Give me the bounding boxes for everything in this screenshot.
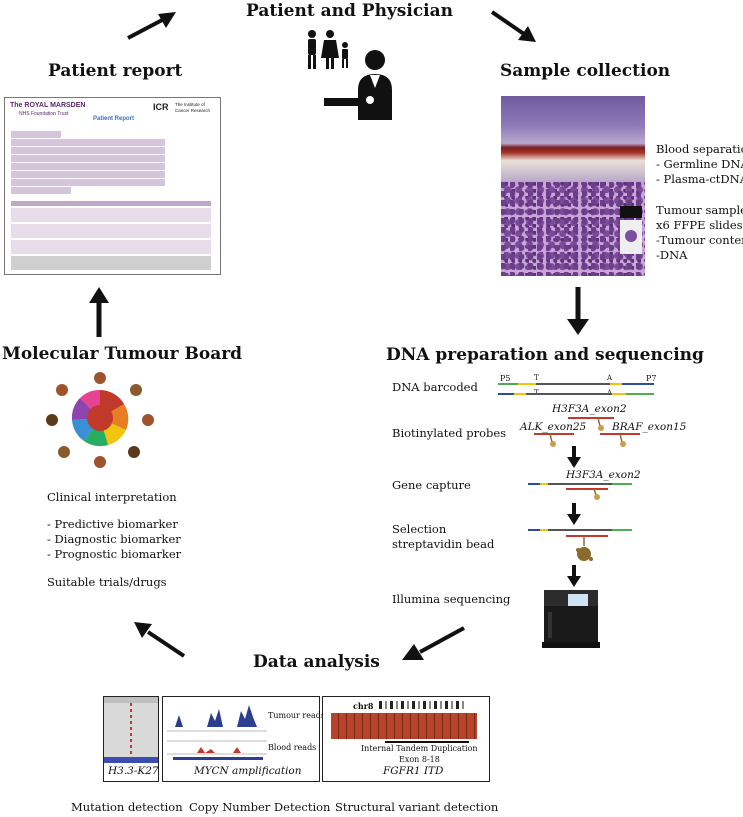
plasma-ctdna-item: - Plasma-ctDNA bbox=[656, 172, 743, 186]
dna-prep-heading: DNA preparation and sequencing bbox=[386, 345, 704, 365]
arrow-down-selection-icon bbox=[567, 565, 581, 587]
streptavidin-bead-diagram bbox=[528, 529, 632, 561]
arrow-to-data-analysis-icon bbox=[402, 626, 465, 660]
copy-number-detection-label: Copy Number Detection bbox=[189, 800, 331, 814]
molecular-tumour-board-heading: Molecular Tumour Board bbox=[2, 344, 243, 364]
blood-separation-title: Blood separation bbox=[656, 142, 743, 156]
arrow-up-to-report-icon bbox=[89, 287, 109, 337]
structural-variant-panel: chr8 Internal Tandem Duplication Exon 8-… bbox=[322, 696, 490, 782]
arrow-down-probes-icon bbox=[567, 446, 581, 468]
tumour-content-line: -Tumour content bbox=[656, 233, 743, 247]
itd-label: Internal Tandem Duplication bbox=[361, 744, 478, 753]
dna-line: -DNA bbox=[656, 248, 688, 262]
step-biotinylated-probes: Biotinylated probes bbox=[392, 426, 507, 440]
patient-physician-heading: Patient and Physician bbox=[246, 1, 454, 21]
board-prognostic: - Prognostic biomarker bbox=[47, 547, 182, 561]
patient-report-document: The ROYAL MARSDEN NHS Foundation Trust I… bbox=[4, 97, 221, 275]
step-dna-barcoded: DNA barcoded bbox=[392, 380, 478, 394]
icr-logo: ICR bbox=[153, 102, 169, 112]
arrow-to-tumour-board-icon bbox=[134, 622, 186, 658]
blood-reads-label: Blood reads bbox=[268, 743, 317, 752]
ffpe-slides-line: x6 FFPE slides bbox=[656, 218, 743, 232]
sample-collection-heading: Sample collection bbox=[500, 61, 671, 81]
board-clinical-interpretation: Clinical interpretation bbox=[47, 490, 177, 504]
capture-h3f3a-label: H3F3A_exon2 bbox=[566, 469, 641, 481]
slide-label-block bbox=[620, 206, 642, 218]
blood-tube-photo bbox=[501, 96, 645, 182]
step-streptavidin-bead: streptavidin bead bbox=[392, 537, 495, 551]
copy-number-tracks bbox=[167, 705, 267, 760]
panel2-caption: MYCN amplification bbox=[194, 765, 302, 777]
structural-variant-detection-label: Structural variant detection bbox=[335, 800, 499, 814]
panel1-caption: H3.3-K27 bbox=[108, 765, 159, 777]
biotinylated-probes-diagram bbox=[534, 417, 640, 447]
patient-report-heading: Patient report bbox=[48, 61, 183, 81]
tumour-board-meeting-icon bbox=[46, 372, 154, 468]
patient-physician-icon bbox=[308, 30, 392, 120]
p5-label: P5 bbox=[500, 374, 511, 383]
tumour-sample-line: Tumour sample bbox=[656, 203, 743, 217]
mutation-detection-panel: H3.3-K27 bbox=[103, 696, 159, 782]
a-label-top: A bbox=[607, 374, 613, 382]
board-predictive: - Predictive biomarker bbox=[47, 517, 178, 531]
p7-label: P7 bbox=[646, 374, 657, 383]
report-title: Patient Report bbox=[93, 116, 135, 122]
gene-capture-diagram bbox=[528, 483, 632, 500]
icr-label-2: Cancer Research bbox=[175, 108, 211, 113]
copy-number-panel: Tumour reads Blood reads MYCN amplificat… bbox=[162, 696, 325, 782]
nhs-trust-label: NHS Foundation Trust bbox=[19, 111, 69, 117]
probe-h3f3a-label: H3F3A_exon2 bbox=[552, 403, 627, 415]
step-gene-capture: Gene capture bbox=[392, 478, 471, 492]
mutation-detection-label: Mutation detection bbox=[71, 800, 183, 814]
data-analysis-heading: Data analysis bbox=[253, 652, 380, 672]
probe-alk-label: ALK_exon25 bbox=[520, 421, 587, 433]
arrow-down-to-dna-prep-icon bbox=[567, 287, 589, 335]
slide-thumbnail bbox=[620, 220, 642, 254]
t-label-top: T bbox=[534, 374, 539, 382]
step-illumina-sequencing: Illumina sequencing bbox=[392, 592, 511, 606]
board-diagnostic: - Diagnostic biomarker bbox=[47, 532, 181, 546]
step-selection: Selection bbox=[392, 522, 447, 536]
chr8-label: chr8 bbox=[353, 701, 374, 711]
panel3-caption: FGFR1 ITD bbox=[383, 765, 444, 777]
arrow-to-sample-collection-icon bbox=[490, 10, 536, 42]
icr-label-1: The Institute of bbox=[175, 102, 205, 107]
probe-braf-label: BRAF_exon15 bbox=[612, 421, 687, 433]
exon-label: Exon 8-18 bbox=[399, 755, 440, 764]
barcoded-dna-diagram bbox=[498, 383, 654, 395]
illumina-sequencer-icon bbox=[542, 590, 600, 648]
tumour-reads-label: Tumour reads bbox=[268, 711, 325, 720]
germline-dna-item: - Germline DNA bbox=[656, 157, 743, 171]
board-suitable-trials: Suitable trials/drugs bbox=[47, 575, 167, 589]
arrow-down-capture-icon bbox=[567, 503, 581, 525]
royal-marsden-logo: The ROYAL MARSDEN bbox=[10, 102, 86, 109]
arrow-to-patient-report-icon bbox=[127, 12, 176, 40]
